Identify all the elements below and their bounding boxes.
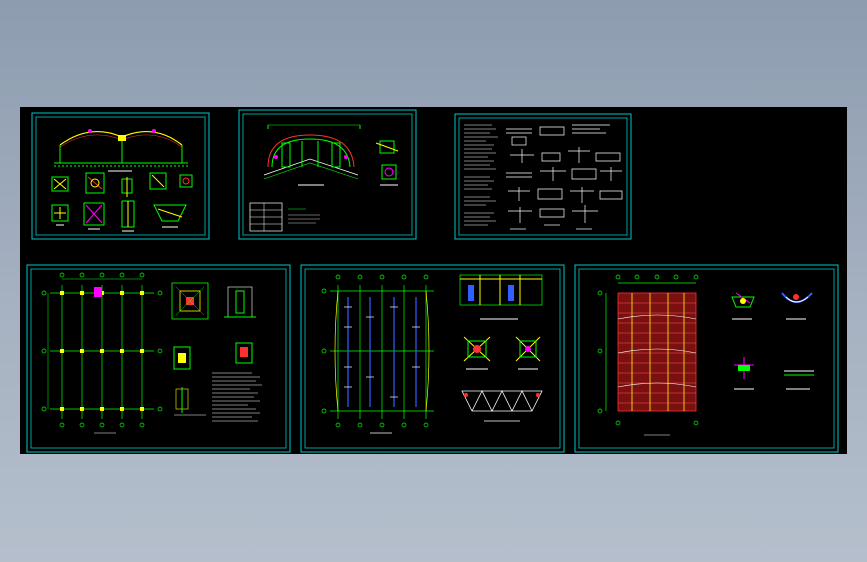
cad-drawing-canvas[interactable] [20, 107, 847, 454]
cad-drawing [26, 109, 839, 453]
roof-framing-grid [321, 274, 434, 428]
truss-detail [461, 390, 543, 422]
roof-detail-right [375, 140, 399, 186]
general-notes-text [94, 372, 262, 434]
title-block-table [249, 202, 320, 232]
sheet-3[interactable] [454, 113, 632, 240]
arched-roof-section [263, 124, 361, 186]
sheet-4[interactable] [26, 264, 291, 453]
purlins [347, 297, 417, 407]
connection-nodes [463, 336, 541, 370]
footing-details [171, 282, 256, 413]
column-footings [60, 287, 144, 411]
notes-text-block [464, 124, 498, 226]
bracing-marks [344, 306, 420, 434]
sheet-1[interactable] [31, 112, 210, 240]
panel-details [731, 292, 814, 390]
roof-panel-plan [597, 274, 699, 436]
sheet-5[interactable] [300, 264, 565, 453]
sheet-2[interactable] [238, 109, 417, 240]
sheet-6[interactable] [574, 264, 839, 453]
section-details-grid [506, 124, 623, 230]
elevation-strip [459, 274, 543, 320]
frame-elevation [54, 129, 188, 172]
connection-details [51, 172, 193, 232]
